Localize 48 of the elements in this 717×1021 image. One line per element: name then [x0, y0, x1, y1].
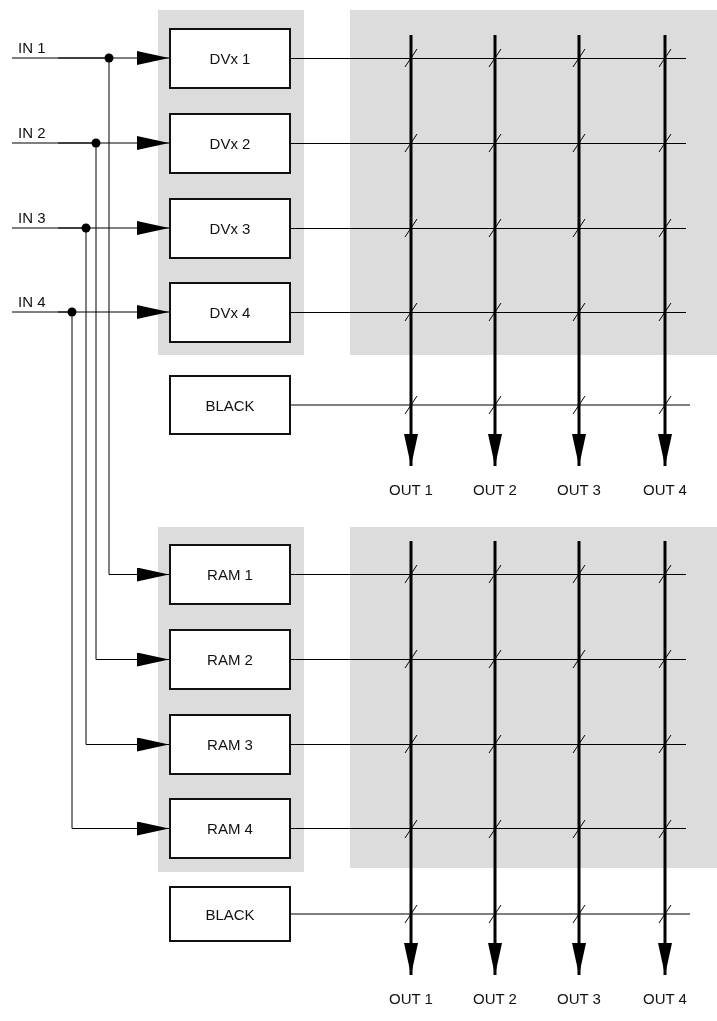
- signal-line: [290, 913, 691, 915]
- block-box: BLACK: [169, 375, 291, 435]
- arrow: [57, 57, 170, 582]
- signal-line: [290, 404, 691, 406]
- arrow: [11, 305, 170, 319]
- block-box: DVx 2: [169, 113, 291, 174]
- output-label: OUT 3: [549, 478, 609, 500]
- block-box: RAM 2: [169, 629, 291, 690]
- signal-line: [290, 58, 687, 59]
- arrow: [11, 221, 170, 235]
- arrow: [404, 35, 418, 466]
- block-box: RAM 3: [169, 714, 291, 775]
- output-label: OUT 1: [381, 987, 441, 1009]
- signal-line: [290, 828, 687, 829]
- block-box: DVx 3: [169, 198, 291, 259]
- arrow: [57, 227, 170, 752]
- signal-line: [290, 744, 687, 745]
- arrow: [572, 35, 586, 466]
- arrow: [57, 311, 170, 836]
- arrow: [488, 35, 502, 466]
- block-box: RAM 4: [169, 798, 291, 859]
- arrow: [11, 136, 170, 150]
- block-box: DVx 4: [169, 282, 291, 343]
- input-label: IN 2: [18, 123, 58, 141]
- signal-line: [290, 659, 687, 660]
- output-label: OUT 2: [465, 987, 525, 1009]
- input-label: IN 4: [18, 292, 58, 310]
- output-label: OUT 1: [381, 478, 441, 500]
- output-label: OUT 2: [465, 478, 525, 500]
- arrow: [404, 541, 418, 975]
- arrow: [572, 541, 586, 975]
- arrow: [57, 142, 170, 667]
- arrow: [658, 541, 672, 975]
- block-box: BLACK: [169, 886, 291, 942]
- block-box: RAM 1: [169, 544, 291, 605]
- signal-line: [290, 312, 687, 313]
- output-label: OUT 4: [635, 987, 695, 1009]
- output-label: OUT 4: [635, 478, 695, 500]
- block-box: DVx 1: [169, 28, 291, 89]
- arrow: [488, 541, 502, 975]
- input-label: IN 3: [18, 208, 58, 226]
- signal-line: [290, 574, 687, 575]
- arrow: [658, 35, 672, 466]
- output-label: OUT 3: [549, 987, 609, 1009]
- signal-line: [290, 228, 687, 229]
- signal-line: [290, 143, 687, 144]
- input-label: IN 1: [18, 38, 58, 56]
- arrow: [11, 51, 170, 65]
